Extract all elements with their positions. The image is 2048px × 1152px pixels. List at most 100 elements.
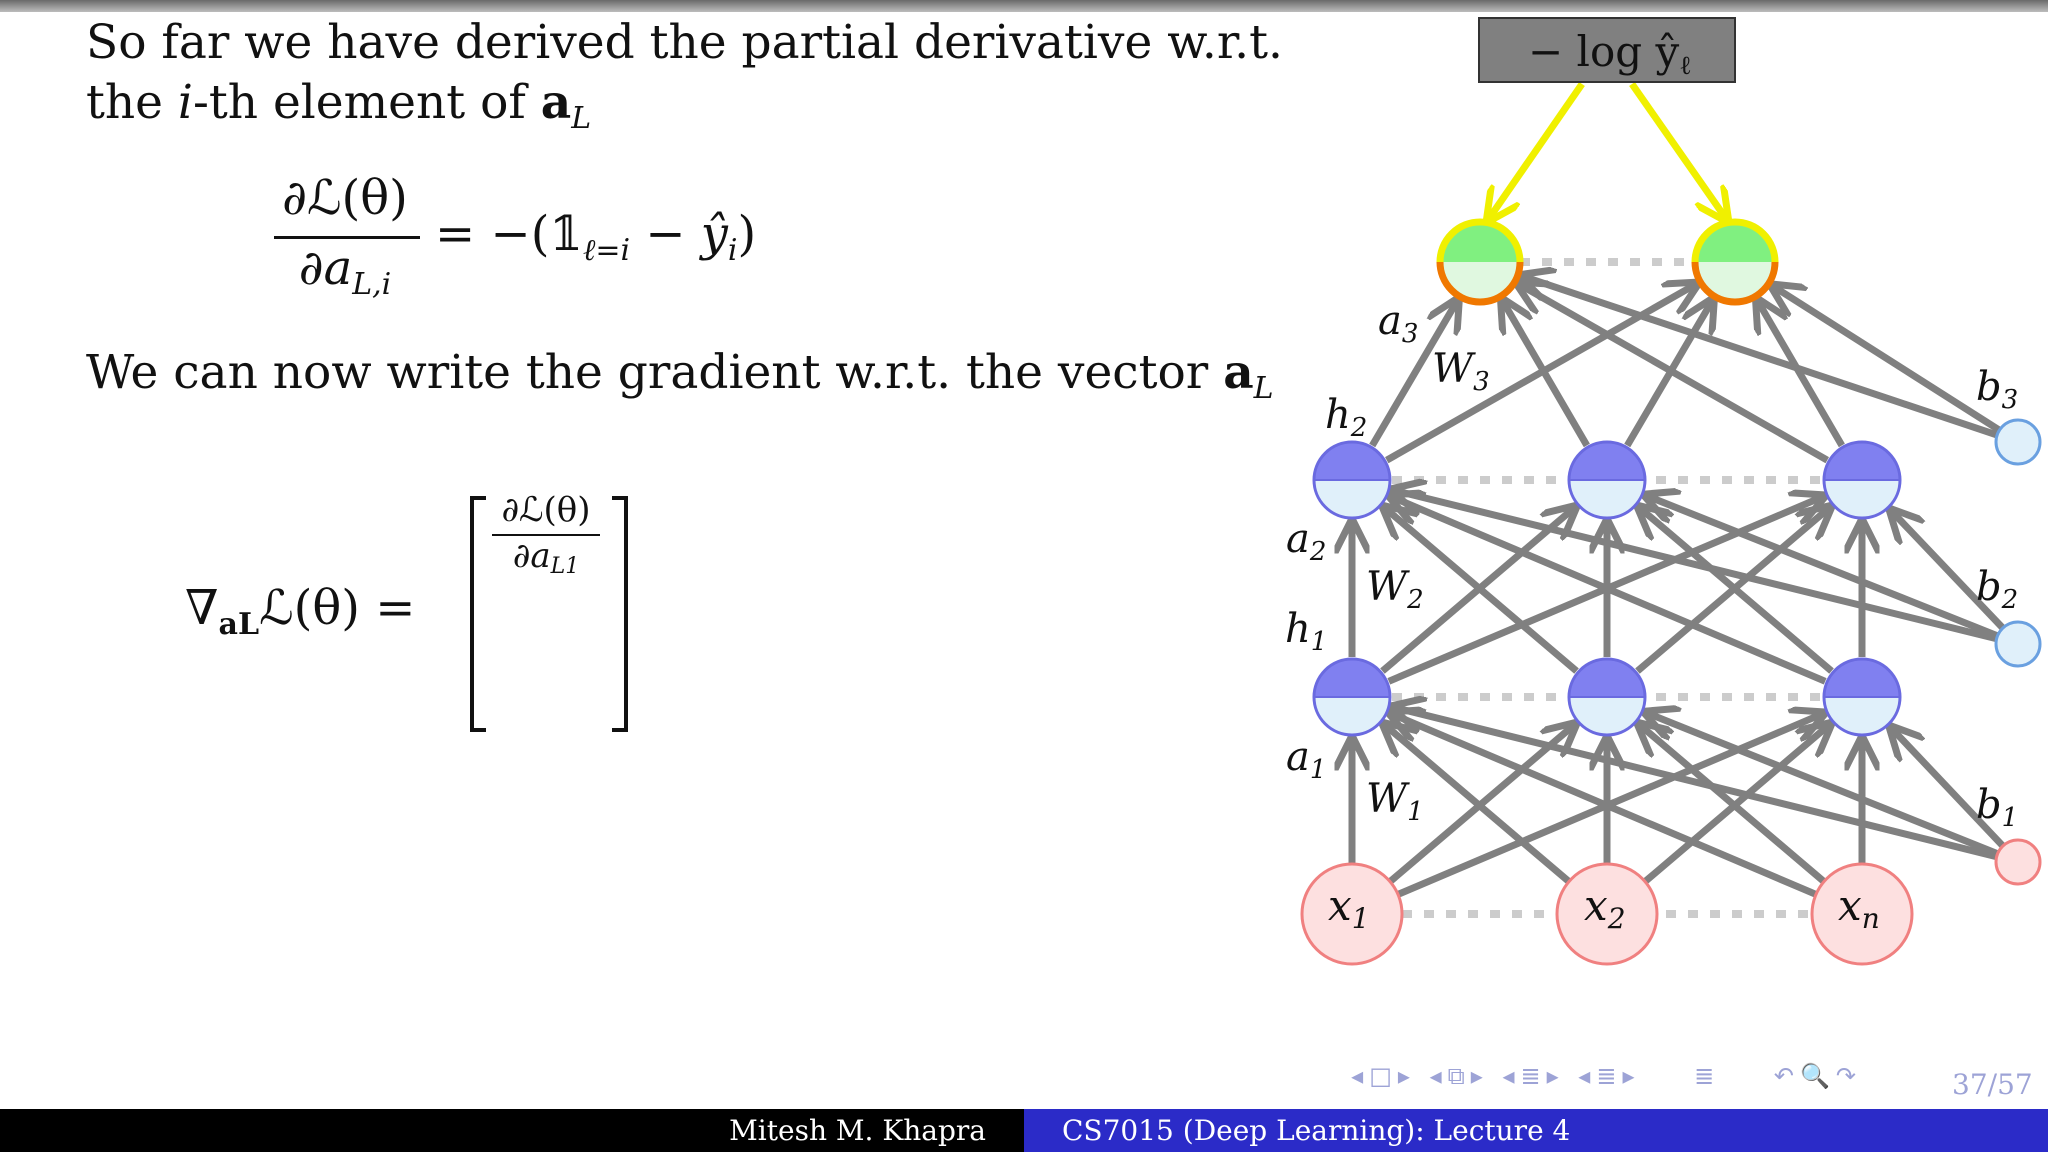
- vector-den-sub: L1: [550, 554, 580, 579]
- eq1-rhs-sub: ℓ=i: [582, 233, 631, 268]
- label-W3: W3: [1432, 346, 1490, 397]
- footer-course: CS7015 (Deep Learning): Lecture 4: [1024, 1109, 2048, 1152]
- bias-node-b3: [1994, 418, 2042, 466]
- text-line-2: the i-th element of aL: [86, 72, 591, 150]
- eq2-lhs: ℒ(θ) =: [259, 580, 416, 636]
- edges: [1352, 81, 2006, 898]
- layer-labels: a3 W3 h2 a2 W2 h1 a1 W1 b3 b2 b1: [1285, 298, 2018, 833]
- text-line-1: So far we have derived the partial deriv…: [86, 15, 1283, 70]
- bias-node-b1: [1994, 838, 2042, 886]
- nav-subsection-icon[interactable]: ◂⧉▸: [1429, 1062, 1489, 1090]
- loss-box: [1478, 17, 1736, 83]
- hidden2-node-3: [1822, 440, 1902, 520]
- input-node-2: [1555, 862, 1659, 966]
- input-node-3: [1810, 862, 1914, 966]
- edge-x3-h1-1: [1391, 713, 1818, 898]
- edge-h1-3-h2-2: [1639, 507, 1834, 674]
- eq1-rhs3-text: ): [737, 206, 757, 262]
- label-a2: a2: [1286, 516, 1326, 567]
- label-a3: a3: [1378, 298, 1418, 349]
- eq1-rhs: = −(𝟙ℓ=i − ŷi): [435, 206, 756, 268]
- label-W1: W1: [1366, 776, 1424, 827]
- edge-h1-2-h2-1: [1384, 507, 1579, 674]
- hidden2-node-1: [1312, 440, 1392, 520]
- output-node-2: [1691, 218, 1779, 306]
- label-b2: b2: [1976, 564, 2018, 615]
- text-line-3a: We can now write the gradient w.r.t. the…: [86, 345, 1224, 400]
- footer-author: Mitesh M. Khapra: [0, 1109, 1024, 1152]
- nodes: [1300, 218, 2042, 966]
- vector-aL-sub: L: [571, 101, 592, 136]
- vector-aL-2-sub: L: [1253, 371, 1274, 406]
- eq1-den-text: ∂a: [298, 240, 353, 296]
- hidden1-node-2: [1567, 657, 1647, 737]
- output-node-1: [1436, 218, 1524, 306]
- edge-x2-h1-3: [1642, 724, 1830, 885]
- edge-b3-out-2: [1772, 286, 2002, 434]
- edge-x3-h1-2: [1639, 724, 1827, 885]
- eq1-rhs2-sub: i: [727, 233, 738, 268]
- vector-entry-numerator: ∂ℒ(θ): [501, 490, 591, 530]
- edge-b2-h2-1: [1393, 490, 1998, 643]
- label-h2: h2: [1325, 392, 1367, 443]
- input-label-xn: xn: [1838, 881, 1880, 935]
- edge-h2-3-out-1: [1518, 284, 1829, 464]
- hidden1-node-3: [1822, 657, 1902, 737]
- input-node-1: [1300, 862, 1404, 966]
- nav-frame-icon[interactable]: ◂□▸: [1351, 1062, 1416, 1090]
- nav-doc-icon[interactable]: ◂≣▸: [1578, 1062, 1641, 1090]
- vector-bracket-right: [612, 496, 628, 732]
- nabla: ∇: [185, 580, 219, 636]
- hidden2-node-2: [1567, 440, 1647, 520]
- top-bar: [0, 0, 2048, 12]
- edge-h2-1-out-1: [1369, 300, 1457, 448]
- var-i: i: [177, 75, 193, 130]
- edge-x2-h1-1: [1384, 724, 1572, 885]
- input-labels: x1 x2 xn: [1328, 881, 1880, 935]
- nabla-sub: aL: [218, 607, 260, 642]
- equation-partial: ∂ℒ(θ) ∂aL,i = −(𝟙ℓ=i − ŷi): [270, 170, 790, 302]
- input-label-x2: x2: [1584, 881, 1626, 935]
- eq1-den-sub: L,i: [352, 267, 392, 302]
- label-W2: W2: [1366, 564, 1424, 615]
- beamer-nav: ◂□▸ ◂⧉▸ ◂≣▸ ◂≣▸ ≣ ↶🔍↷: [1351, 1062, 1862, 1090]
- text-line-2a: the: [86, 75, 178, 130]
- label-a1: a1: [1286, 734, 1326, 785]
- edge-b1-h1-2: [1646, 713, 1999, 858]
- edge-h1-3-h2-1: [1391, 496, 1827, 685]
- edge-h2-3-out-2: [1757, 300, 1845, 448]
- eq1-numerator: ∂ℒ(θ): [282, 170, 408, 226]
- vector-den-text: ∂a: [512, 536, 551, 576]
- eq1-fraction-line: [274, 236, 420, 239]
- edge-x1-h1-2: [1387, 724, 1575, 885]
- edge-b1-h1-1: [1393, 707, 1998, 861]
- edge-b1-h1-3: [1891, 728, 2006, 849]
- page-number: 37/57: [1952, 1068, 2033, 1101]
- bias-node-b2: [1994, 620, 2042, 668]
- vector-aL: a: [540, 75, 572, 130]
- vector-bracket-left: [470, 496, 486, 732]
- footer: Mitesh M. Khapra CS7015 (Deep Learning):…: [0, 1109, 2048, 1152]
- edge-loss-out-2: [1629, 81, 1727, 220]
- edge-b2-h2-2: [1646, 496, 1999, 640]
- input-label-x1: x1: [1328, 881, 1370, 935]
- vector-entry-denominator: ∂aL1: [490, 536, 602, 579]
- vector-entry-line: [492, 534, 600, 536]
- label-b1: b1: [1976, 782, 2018, 833]
- text-line-2b: -th element of: [192, 75, 541, 130]
- nav-search-icon[interactable]: ↶🔍↷: [1773, 1062, 1862, 1090]
- edge-h2-2-out-1: [1502, 300, 1590, 448]
- eq1-rhs-text: = −(𝟙: [435, 206, 583, 262]
- hidden1-node-1: [1312, 657, 1392, 737]
- vector-aL-2: a: [1223, 345, 1254, 400]
- edge-b3-out-1: [1522, 276, 1999, 439]
- label-h1: h1: [1285, 606, 1327, 657]
- text-line-3: We can now write the gradient w.r.t. the…: [86, 342, 1274, 420]
- nav-toc-icon[interactable]: ≣: [1694, 1062, 1721, 1090]
- nav-section-icon[interactable]: ◂≣▸: [1502, 1062, 1565, 1090]
- label-b3: b3: [1976, 364, 2018, 415]
- edge-loss-out-1: [1488, 82, 1585, 220]
- loss-label: − log ŷℓ: [1528, 27, 1692, 81]
- edge-b2-h2-3: [1891, 510, 2006, 631]
- network-diagram: − log ŷℓ a3 W3 h2 a2 W2 h1 a1 W1 b3 b2 b…: [1285, 17, 2042, 966]
